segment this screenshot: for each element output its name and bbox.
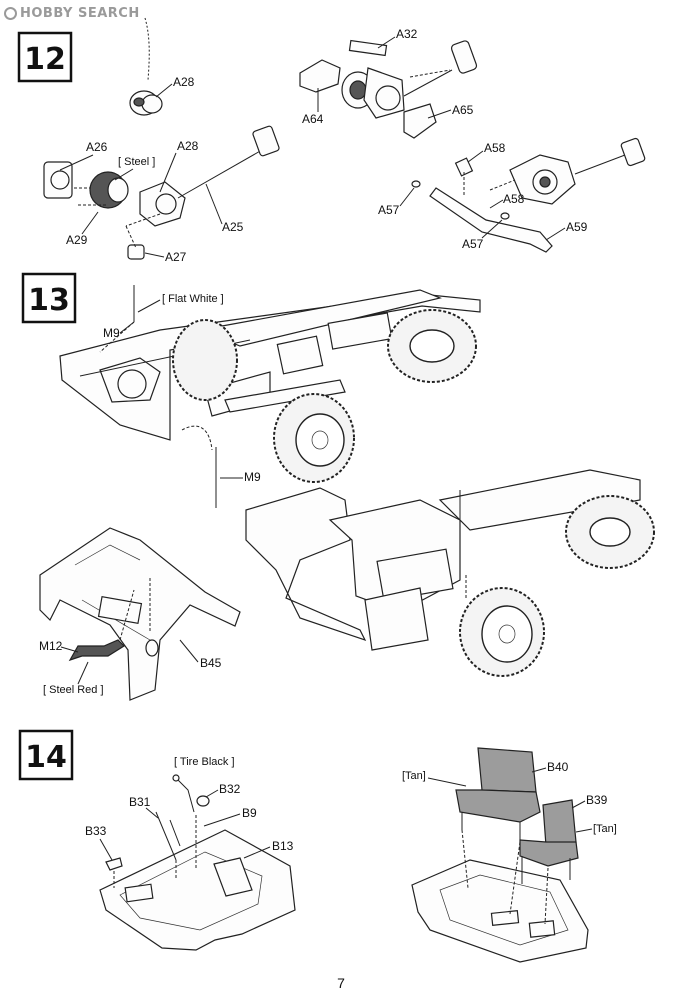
watermark: HOBBY SEARCH [4,3,140,23]
label-a58-mid: A58 [503,192,525,206]
part-a59-bumper [411,137,646,253]
label-b13: B13 [272,839,294,853]
label-tan-left: [Tan] [402,770,426,782]
wheel-lower-front-hub [481,605,533,663]
step-14-box [18,729,74,781]
part-b31-lever [155,811,177,861]
watermark-text: HOBBY SEARCH [20,5,140,21]
label-b9: B9 [242,806,257,820]
label-a28-top: A28 [173,75,195,89]
step-13-number: 13 [28,283,70,318]
label-tan-right: [Tan] [593,823,617,835]
label-a32: A32 [396,27,418,41]
label-a64: A64 [302,112,324,126]
label-a25: A25 [222,220,244,234]
step-12-box [17,31,73,83]
label-b40: B40 [547,760,569,774]
part-b39-seat [519,799,579,884]
label-a27: A27 [165,250,187,264]
label-a59: A59 [566,220,588,234]
step-14-number: 14 [25,740,67,775]
step-13-box [21,272,77,324]
label-m12: M12 [39,639,63,653]
label-a65: A65 [452,103,474,117]
part-a28-top [129,17,163,116]
label-b45: B45 [200,656,222,670]
label-steel-paint: [ Steel ] [118,156,155,168]
step-13: 13 [ Flat White ] M9 M9 [21,272,655,701]
label-tire-black: [ Tire Black ] [174,756,235,768]
label-b33: B33 [85,824,107,838]
wheel-rear-right-hub [409,329,455,363]
label-a26: A26 [86,140,108,154]
part-b32-lever [175,777,195,813]
label-m9-top: M9 [103,326,120,340]
step-14: 14 [ Tire Black ] B32 B31 B9 B33 B13 [18,729,617,963]
part-a26-assembly [43,161,186,260]
part-b33 [105,857,123,871]
page-number: 7 [337,975,345,990]
part-a25-rod [177,125,280,199]
chassis-upper [59,289,481,441]
label-b31: B31 [129,795,151,809]
part-b40-seat [455,747,541,840]
part-right-floor [411,859,589,963]
step-12-number: 12 [24,42,66,77]
wheel-front-rear [172,319,238,401]
label-steel-red: [ Steel Red ] [43,684,104,696]
part-m12-steel-red [68,639,125,662]
wheel-front-left-hub [295,413,345,467]
label-b32: B32 [219,782,241,796]
label-b39: B39 [586,793,608,807]
label-flat-white: [ Flat White ] [162,293,224,305]
label-m9-bottom: M9 [244,470,261,484]
part-a32-housing [299,39,478,139]
part-b13-floor [99,829,296,951]
chassis-lower [245,469,641,651]
label-a28-mid: A28 [177,139,199,153]
part-b45-fender [39,527,241,701]
label-a58-top: A58 [484,141,506,155]
label-a29: A29 [66,233,88,247]
label-a57-bottom: A57 [462,237,484,251]
label-a57-left: A57 [378,203,400,217]
watermark-logo-icon [4,6,17,20]
step-12: 12 A28 A26 [ Steel ] A28 A29 [17,17,646,264]
